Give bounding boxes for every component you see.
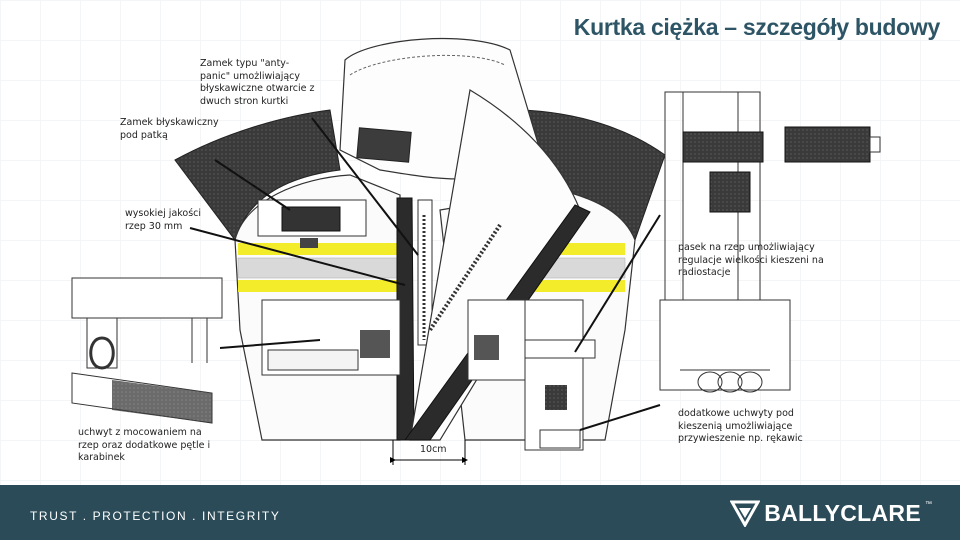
brand-logo: BALLYCLARE ™ xyxy=(730,499,932,527)
callout-velcro: wysokiej jakości rzep 30 mm xyxy=(125,208,202,232)
footer-bar: TRUST . PROTECTION . INTEGRITY BALLYCLAR… xyxy=(0,485,960,540)
callout-glove-loops: dodatkowe uchwyty pod kieszenią umożliwi… xyxy=(678,408,803,444)
callout-anti-panic-zipper: Zamek typu "anty- panic" umożliwiający b… xyxy=(200,58,315,107)
brand-name: BALLYCLARE xyxy=(764,499,921,526)
jacket-diagram xyxy=(71,38,881,465)
callout-radio-strap: pasek na rzep umożliwiający regulacje wi… xyxy=(678,242,824,278)
reflective-stripe-left-yellow-bottom xyxy=(238,280,398,292)
loops-inset xyxy=(659,299,791,393)
leader-lines xyxy=(189,117,661,431)
callout-flap-zipper: Zamek błyskawiczny pod patką xyxy=(120,117,219,141)
dimension-label: 10cm xyxy=(420,444,447,455)
footer-tagline: TRUST . PROTECTION . INTEGRITY xyxy=(30,509,281,523)
left-shoulder-mesh xyxy=(174,109,341,242)
ballyclare-shield-icon xyxy=(730,500,761,527)
chest-velcro-patch xyxy=(281,206,341,232)
callout-holder: uchwyt z mocowaniem na rzep oraz dodatko… xyxy=(78,427,211,463)
collar-velcro-tab xyxy=(356,127,412,163)
reflective-stripe-right-yellow-bottom xyxy=(520,280,625,292)
trademark-symbol: ™ xyxy=(925,501,932,508)
radio-pocket xyxy=(524,299,584,451)
page-title: Kurtka ciężka – szczegóły budowy xyxy=(573,14,941,40)
holder-inset xyxy=(71,277,223,424)
